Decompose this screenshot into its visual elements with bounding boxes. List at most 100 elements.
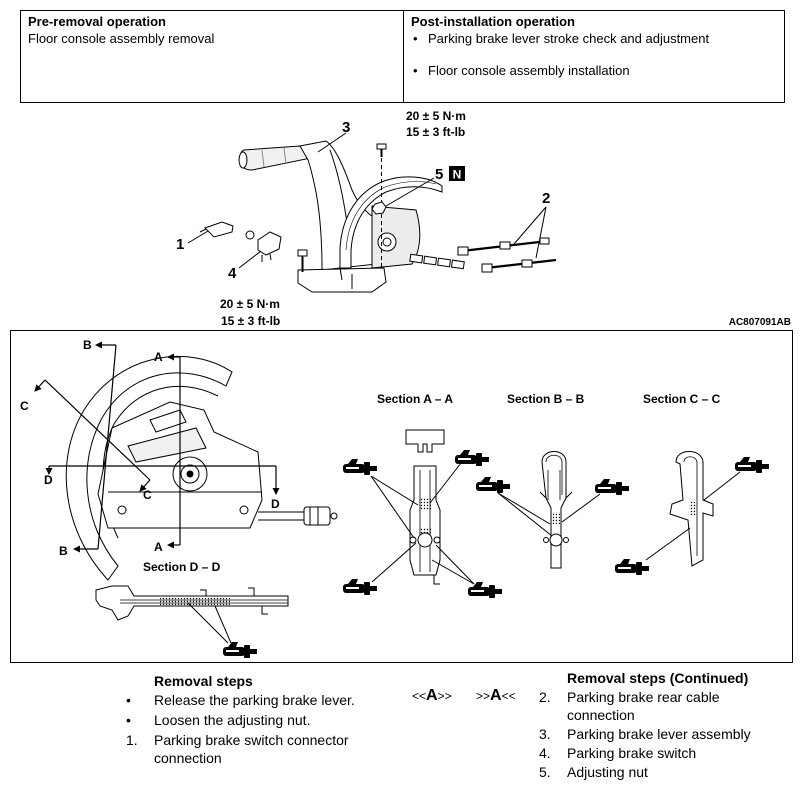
step-text: Loosen the adjusting nut.: [154, 712, 311, 728]
grease-gun-icon: [455, 450, 489, 466]
adjusting-nut: [371, 201, 387, 215]
lever-grip: [238, 145, 312, 171]
bullet: •: [413, 63, 418, 78]
removal-steps: Removal steps • Release the parking brak…: [126, 672, 382, 769]
cut-letter-a: A: [154, 540, 163, 554]
list-item: 5. Adjusting nut: [539, 763, 782, 781]
section-d-d-title: Section D – D: [143, 560, 221, 574]
removal-steps-heading: Removal steps: [154, 673, 253, 689]
ref-bracket: >>: [476, 689, 491, 703]
post-installation-item: • Parking brake lever stroke check and a…: [411, 30, 709, 47]
step-text: Adjusting nut: [567, 764, 648, 780]
torque-lower-metric: 20 ± 5 N·m: [220, 297, 280, 311]
pre-removal-item: Floor console assembly removal: [28, 31, 215, 46]
section-a-a-view: [370, 429, 475, 585]
step-text: Release the parking brake lever.: [154, 692, 355, 708]
step-marker: 2.: [539, 689, 551, 705]
step-text: Parking brake switch connector connectio…: [154, 732, 349, 766]
post-installation-heading: Post-installation operation: [411, 14, 575, 29]
post-installation-item: • Floor console assembly installation: [411, 62, 709, 79]
callout-1: 1: [176, 236, 184, 253]
ref-bracket: <<: [501, 689, 516, 703]
operations-table: Pre-removal operation Floor console asse…: [20, 10, 785, 103]
grease-gun-icon: [735, 457, 769, 473]
post-installation-item-text: Floor console assembly installation: [428, 63, 630, 78]
figure-id: AC807091AB: [729, 317, 791, 328]
ref-bracket: <<: [412, 689, 427, 703]
removal-steps-continued-heading: Removal steps (Continued): [567, 670, 749, 686]
cut-letter-a: A: [154, 350, 163, 364]
ref-letter: A: [490, 687, 502, 704]
lever-side-view: [65, 355, 338, 581]
cut-letter-b: B: [83, 338, 92, 352]
section-d-d-view: [95, 585, 289, 644]
cut-letter-c: C: [20, 399, 29, 413]
lever-body: [299, 140, 443, 271]
new-part-badge-box: [449, 166, 465, 181]
lever-mounting-bolt-upper: [376, 143, 387, 270]
grease-gun-icon: [595, 479, 629, 495]
section-b-b-view: [497, 451, 601, 569]
callout-4: 4: [228, 265, 237, 282]
ref-letter: A: [426, 687, 438, 704]
list-item: 1. Parking brake switch connector connec…: [126, 731, 382, 767]
bullet: •: [413, 31, 418, 46]
list-item: • Release the parking brake lever.: [126, 691, 382, 709]
torque-upper-metric: 20 ± 5 N·m: [406, 109, 466, 123]
cut-letter-c: C: [143, 488, 152, 502]
cut-letter-d: D: [271, 497, 280, 511]
grease-gun-icon: [343, 579, 377, 595]
section-c-c-title: Section C – C: [643, 392, 721, 406]
new-part-badge: N: [453, 168, 462, 182]
step-marker: 3.: [539, 726, 551, 742]
pre-removal-heading: Pre-removal operation: [28, 14, 166, 29]
service-ref-a-installation: >>A<<: [476, 686, 516, 706]
grease-gun-icon: [476, 477, 510, 493]
pre-removal-column: Pre-removal operation Floor console asse…: [28, 13, 214, 47]
parking-brake-exploded-view: [187, 132, 557, 293]
torque-upper-imperial: 15 ± 3 ft-lb: [406, 125, 465, 139]
table-divider: [403, 11, 404, 102]
parking-brake-switch: [245, 230, 282, 262]
section-c-c-view: [645, 451, 741, 567]
callout-5: 5: [435, 166, 443, 183]
callout-2: 2: [542, 190, 550, 207]
grease-gun-icon: [343, 459, 377, 475]
step-marker: 1.: [126, 732, 138, 748]
torque-lower-imperial: 15 ± 3 ft-lb: [221, 314, 280, 328]
switch-connector: [199, 221, 234, 238]
ref-bracket: >>: [437, 689, 452, 703]
step-marker: •: [126, 692, 131, 708]
callout-3: 3: [342, 119, 350, 136]
rear-cable-assembly: [409, 237, 557, 273]
step-marker: 4.: [539, 745, 551, 761]
post-installation-item-text: Parking brake lever stroke check and adj…: [428, 31, 710, 46]
list-item: 4. Parking brake switch: [539, 744, 782, 762]
step-text: Parking brake switch: [567, 745, 697, 761]
list-item: 2. Parking brake rear cable connection: [539, 688, 782, 724]
section-cut-lines: [34, 341, 280, 553]
removal-steps-continued: Removal steps (Continued) 2. Parking bra…: [539, 669, 782, 782]
step-text: Parking brake rear cable connection: [567, 689, 720, 723]
section-views-frame: [10, 330, 793, 663]
list-item: • Loosen the adjusting nut.: [126, 711, 382, 729]
service-ref-a-removal: <<A>>: [412, 686, 452, 706]
grease-gun-icon: [223, 642, 257, 658]
section-a-a-title: Section A – A: [377, 392, 453, 406]
step-marker: 5.: [539, 764, 551, 780]
callout-leaders: [187, 132, 547, 269]
grease-gun-icon: [615, 559, 649, 575]
step-marker: •: [126, 712, 131, 728]
lever-mounting-bolt-lower: [297, 249, 308, 272]
cut-letter-d: D: [44, 473, 53, 487]
exploded-view-labels: 20 ± 5 N·m 15 ± 3 ft-lb 3 5 N 2 1 4 20 ±…: [176, 109, 791, 328]
section-cut-letters: B A C D C D B A: [20, 338, 280, 558]
cut-letter-b: B: [59, 544, 68, 558]
grease-gun-icon: [468, 582, 502, 598]
post-installation-column: Post-installation operation • Parking br…: [411, 13, 709, 79]
list-item: 3. Parking brake lever assembly: [539, 725, 782, 743]
step-text: Parking brake lever assembly: [567, 726, 751, 742]
section-b-b-title: Section B – B: [507, 392, 585, 406]
lever-bracket: [297, 267, 387, 293]
